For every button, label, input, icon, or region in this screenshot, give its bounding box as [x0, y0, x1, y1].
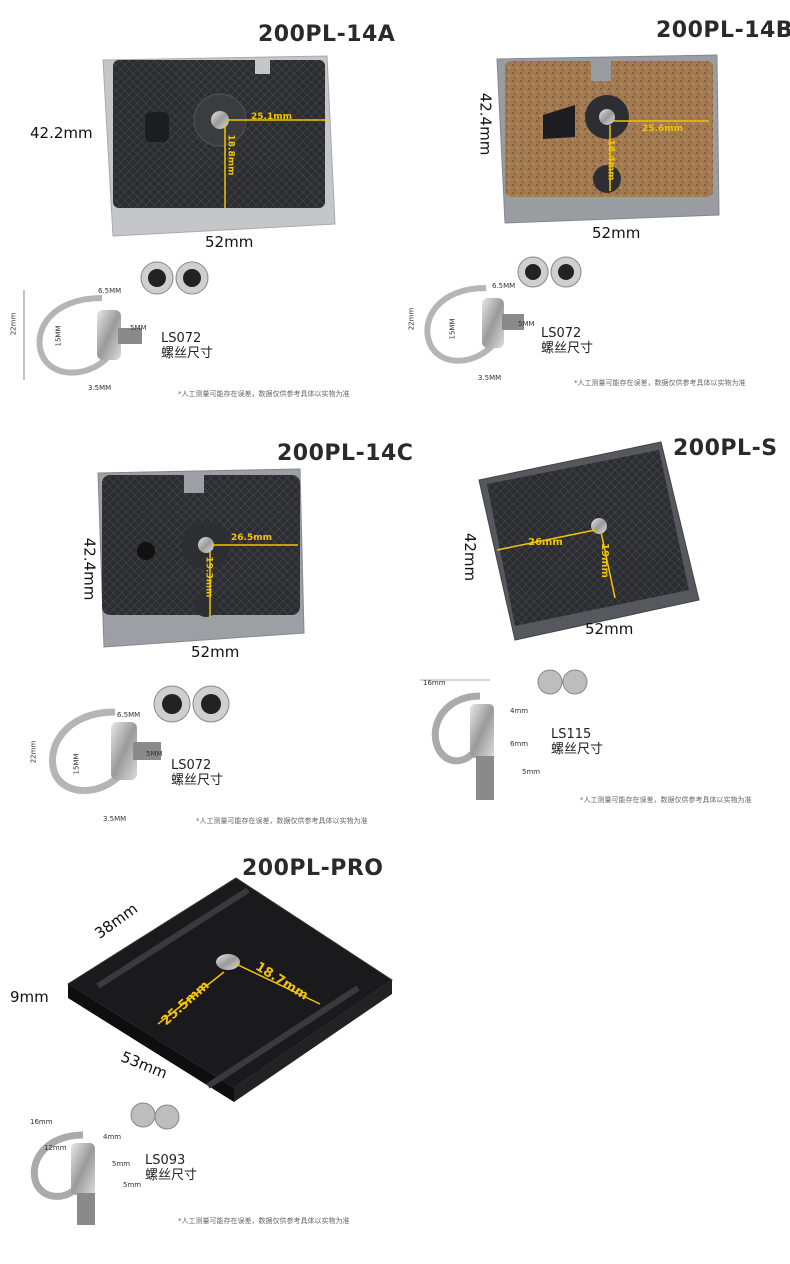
d-ring-screw-image	[420, 669, 588, 800]
screw-dim-4: 5mm	[522, 768, 541, 776]
screw-dim-2: 12mm	[44, 1144, 67, 1152]
screw-dim-3: 4mm	[103, 1133, 122, 1141]
quick-release-plate-image	[97, 468, 305, 648]
screw-model-caption: 螺丝尺寸	[551, 742, 604, 757]
offset-x-label: 25.6mm	[642, 124, 683, 134]
screw-model: LS115 螺丝尺寸	[551, 727, 603, 757]
screw-dim-4: 5mm	[112, 1160, 131, 1168]
quick-release-plate-image	[478, 441, 700, 641]
width-label: 52mm	[585, 620, 634, 638]
screw-model-caption: 螺丝尺寸	[161, 346, 214, 361]
d-ring-screw-image	[49, 685, 230, 794]
height-label: 42.2mm	[30, 124, 93, 142]
screw-dim-1: 16mm	[30, 1118, 53, 1126]
height-label: 42mm	[461, 532, 480, 582]
offset-y-label: 19mm	[598, 543, 610, 578]
screw-model-caption: 螺丝尺寸	[145, 1168, 198, 1183]
screw-model-code: LS072	[541, 326, 582, 341]
screw-dim-2: 22mm	[29, 740, 38, 764]
screw-dim-4: 5MM	[146, 750, 163, 758]
screw-dim-2: 22mm	[407, 307, 416, 331]
screw-dim-3: 15MM	[72, 753, 81, 775]
screw-dim-1: 6.5MM	[492, 282, 516, 290]
offset-y-label: 19.3mm	[203, 556, 214, 598]
width-label: 52mm	[191, 643, 240, 661]
offset-y-label: 18.8mm	[225, 134, 236, 176]
quick-release-plate-image	[67, 877, 393, 1102]
screw-dim-5: 3.5MM	[478, 374, 502, 382]
screw-dim-3: 6mm	[510, 740, 529, 748]
screw-model: LS072 螺丝尺寸	[541, 326, 593, 356]
height-label: 42.4mm	[476, 92, 495, 156]
quick-release-plate-image	[102, 55, 336, 237]
height-label: 9mm	[10, 988, 49, 1006]
screw-dim-2: 22mm	[9, 312, 18, 336]
screw-dim-5: 3.5MM	[88, 384, 112, 392]
screw-dim-5: 5mm	[123, 1181, 142, 1189]
product-title: 200PL-14C	[277, 441, 414, 466]
screw-model-code: LS072	[171, 758, 212, 773]
screw-model-code: LS115	[551, 727, 592, 742]
screw-model-caption: 螺丝尺寸	[541, 341, 594, 356]
d-ring-screw-image	[23, 261, 209, 380]
screw-model: LS072 螺丝尺寸	[161, 331, 213, 361]
disclaimer-note: *人工测量可能存在误差，数据仅供参考具体以实物为准	[580, 796, 752, 804]
offset-x-label: 26.5mm	[231, 533, 272, 543]
disclaimer-note: *人工测量可能存在误差，数据仅供参考具体以实物为准	[178, 390, 350, 398]
width-label: 52mm	[592, 224, 641, 242]
screw-dim-3: 15MM	[448, 318, 457, 340]
quick-release-plate-image	[496, 54, 720, 224]
d-ring-screw-image	[30, 1102, 180, 1225]
disclaimer-note: *人工测量可能存在误差，数据仅供参考具体以实物为准	[178, 1217, 350, 1225]
width-label: 52mm	[205, 233, 254, 251]
screw-dim-3: 15MM	[54, 325, 63, 347]
screw-dim-1: 6.5MM	[98, 287, 122, 295]
screw-dim-4: 5MM	[130, 324, 147, 332]
product-title: 200PL-S	[673, 436, 778, 461]
offset-x-label: 26mm	[528, 537, 563, 548]
disclaimer-note: *人工测量可能存在误差，数据仅供参考具体以实物为准	[196, 817, 368, 825]
screw-model: LS072 螺丝尺寸	[171, 758, 223, 788]
screw-model-code: LS072	[161, 331, 202, 346]
height-label: 42.4mm	[80, 537, 99, 601]
disclaimer-note: *人工测量可能存在误差，数据仅供参考具体以实物为准	[574, 379, 746, 387]
d-ring-screw-image	[424, 256, 582, 364]
screw-model: LS093 螺丝尺寸	[145, 1153, 197, 1183]
screw-dim-5: 3.5MM	[103, 815, 127, 823]
product-title: 200PL-14B	[656, 18, 790, 43]
screw-model-code: LS093	[145, 1153, 186, 1168]
screw-dim-4: 5MM	[518, 320, 535, 328]
screw-dim-1: 6.5MM	[117, 711, 141, 719]
screw-dim-1: 16mm	[423, 679, 446, 687]
screw-model-caption: 螺丝尺寸	[171, 773, 224, 788]
offset-y-label: 18.4mm	[605, 139, 616, 181]
product-title: 200PL-14A	[258, 22, 396, 47]
offset-x-label: 25.1mm	[251, 112, 292, 122]
screw-dim-2: 4mm	[510, 707, 529, 715]
product-title: 200PL-PRO	[242, 856, 384, 881]
